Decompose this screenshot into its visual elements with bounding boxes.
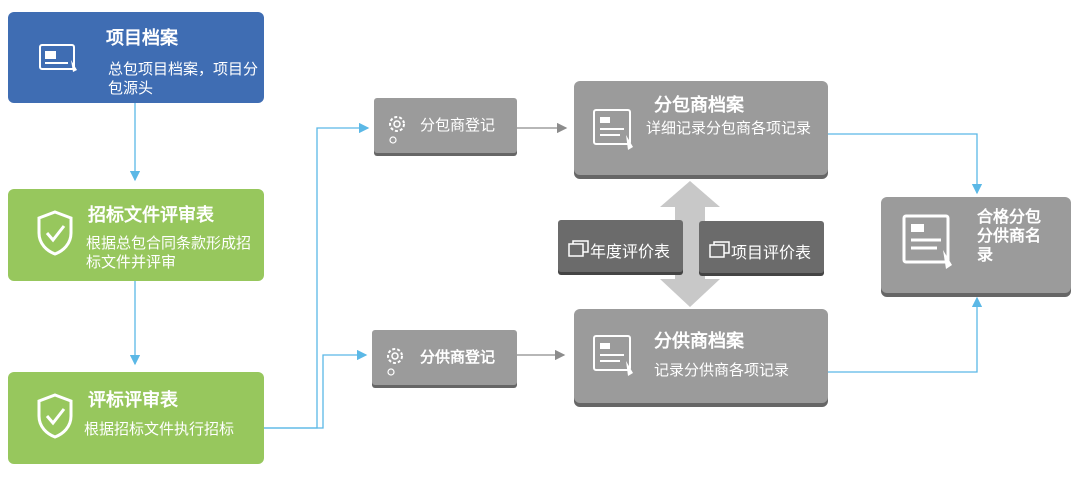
node-sub-archive: 分包商档案 详细记录分包商各项记录 xyxy=(574,81,828,175)
node-desc: 根据总包合同条款形成招标文件并评审 xyxy=(86,234,252,271)
node-title: 分包商档案 xyxy=(654,95,744,116)
node-desc: 根据招标文件执行招标 xyxy=(84,420,235,438)
window-icon xyxy=(709,241,730,258)
node-sub-register: 分包商登记 xyxy=(374,98,517,153)
window-icon xyxy=(568,240,589,257)
node-desc: 总包项目档案，项目分包源头 xyxy=(108,60,259,97)
card-hand-icon xyxy=(593,335,633,376)
arrow-eval-to-sub-register xyxy=(263,122,370,429)
node-annual-eval: 年度评价表 xyxy=(558,220,683,272)
node-title: 合格分包分供商名录 xyxy=(977,207,1042,264)
node-desc: 记录分供商各项记录 xyxy=(654,361,790,379)
node-supplier-register: 分供商登记 xyxy=(372,330,517,385)
node-project-eval: 项目评价表 xyxy=(699,221,824,273)
arrow-eval-to-supplier-register xyxy=(263,349,368,429)
card-hand-icon xyxy=(593,109,633,150)
node-label: 年度评价表 xyxy=(590,242,671,261)
shield-check-icon xyxy=(37,393,73,439)
node-desc: 详细记录分包商各项记录 xyxy=(646,119,812,137)
node-title: 项目档案 xyxy=(106,28,178,49)
node-label: 分包商登记 xyxy=(420,116,496,134)
node-label: 项目评价表 xyxy=(731,243,812,262)
node-title: 招标文件评审表 xyxy=(88,205,214,226)
node-supplier-archive: 分供商档案 记录分供商各项记录 xyxy=(574,309,828,403)
gear-icon xyxy=(387,348,403,376)
arrow-sub-archive-to-list xyxy=(828,133,983,195)
gear-icon xyxy=(389,116,405,144)
arrow-supplier-archive-to-list xyxy=(828,296,983,373)
shield-check-icon xyxy=(37,210,73,256)
node-qualified-list: 合格分包分供商名录 xyxy=(881,197,1071,293)
card-hand-icon xyxy=(39,44,77,72)
double-arrow xyxy=(660,181,720,307)
node-project-archive: 项目档案 总包项目档案，项目分包源头 xyxy=(8,12,264,103)
card-hand-icon xyxy=(902,214,952,269)
node-bid-eval: 评标评审表 根据招标文件执行招标 xyxy=(8,372,264,464)
node-title: 评标评审表 xyxy=(88,390,178,411)
node-label: 分供商登记 xyxy=(420,348,496,366)
node-bid-doc-review: 招标文件评审表 根据总包合同条款形成招标文件并评审 xyxy=(8,189,264,281)
node-title: 分供商档案 xyxy=(654,331,744,352)
